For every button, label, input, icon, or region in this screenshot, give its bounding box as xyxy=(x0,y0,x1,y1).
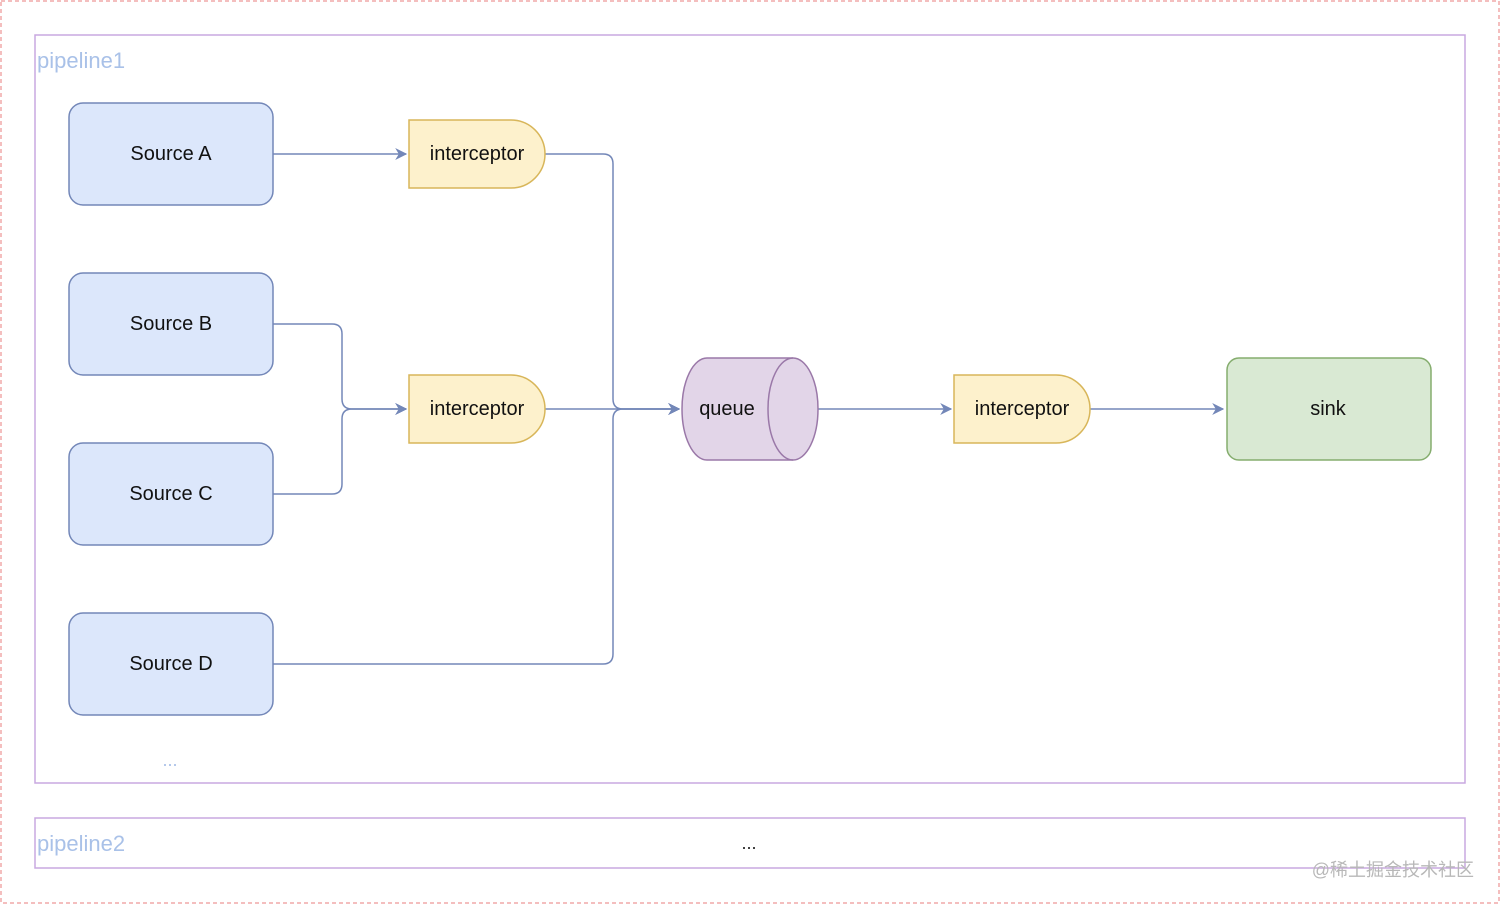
source-b-label: Source B xyxy=(130,313,212,335)
edge-source-d-to-queue xyxy=(273,403,681,665)
edge-interceptor-1-to-queue xyxy=(545,153,681,415)
pipeline2-placeholder: ... xyxy=(741,833,756,853)
source-b-node[interactable]: Source B xyxy=(68,272,274,376)
source-a-label: Source A xyxy=(130,143,212,165)
sources-more-ellipsis: ... xyxy=(162,750,177,770)
sink-node[interactable]: sink xyxy=(1226,357,1432,461)
interceptor-1-node[interactable]: interceptor xyxy=(408,119,546,189)
edge-source-b-to-interceptor-2 xyxy=(273,323,408,415)
interceptor-1-label: interceptor xyxy=(430,143,525,165)
edges xyxy=(273,148,1225,665)
pipeline1-container xyxy=(34,34,1466,784)
interceptor-3-node[interactable]: interceptor xyxy=(953,374,1091,444)
interceptor-2-label: interceptor xyxy=(430,398,525,420)
source-c-label: Source C xyxy=(129,483,212,505)
pipeline2-label: pipeline2 xyxy=(37,831,125,856)
pipeline2-container xyxy=(34,817,1466,869)
edge-source-c-to-interceptor-2 xyxy=(273,403,408,495)
source-d-node[interactable]: Source D xyxy=(68,612,274,716)
watermark: @稀土掘金技术社区 xyxy=(1312,860,1474,880)
queue-node[interactable]: queue xyxy=(681,357,819,461)
sink-label: sink xyxy=(1310,398,1347,420)
interceptor-2-node[interactable]: interceptor xyxy=(408,374,546,444)
queue-label: queue xyxy=(699,398,755,420)
source-a-node[interactable]: Source A xyxy=(68,102,274,206)
pipeline1-label: pipeline1 xyxy=(37,48,125,73)
source-d-label: Source D xyxy=(129,653,212,675)
source-c-node[interactable]: Source C xyxy=(68,442,274,546)
interceptor-3-label: interceptor xyxy=(975,398,1070,420)
